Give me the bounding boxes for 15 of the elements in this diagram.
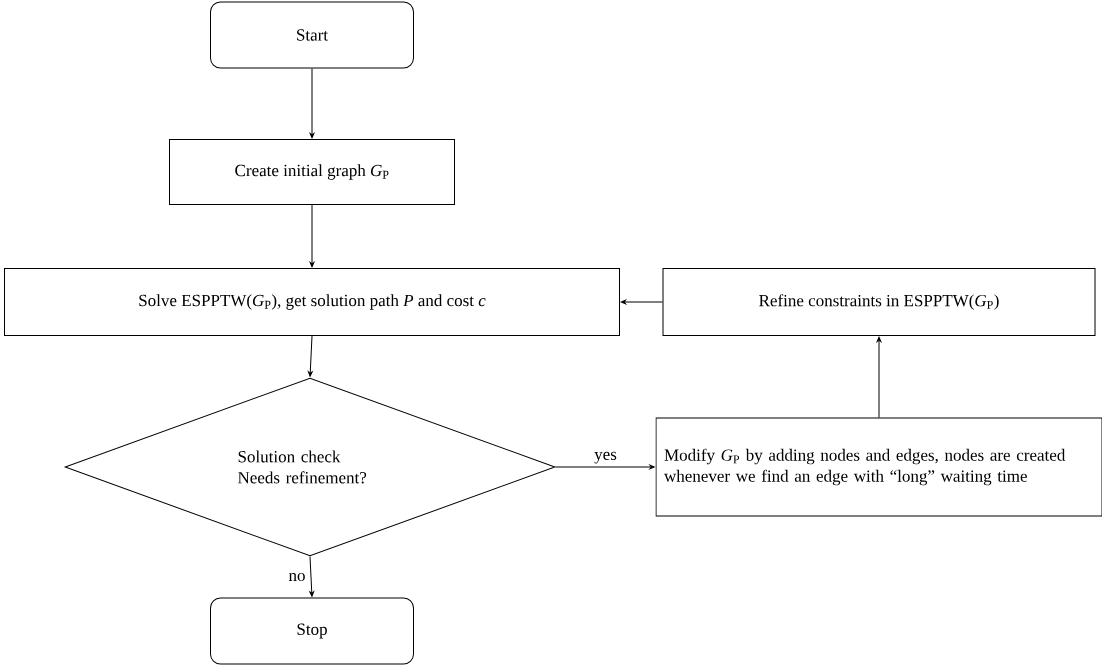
arrow [555,464,655,470]
edge-label: yes [593,450,618,465]
edge-label: no [287,571,307,583]
arrow [309,204,315,268]
arrow [620,299,663,305]
arrow [309,68,315,139]
process-box: Create initial graph G$_{P}$ [169,139,455,205]
arrow [876,336,882,418]
start-box: Start [210,1,414,69]
process-box: Modify G$_{P}$ by adding nodes and edges, nodes are created whenever we find an edge with “long” waiting time [655,417,1102,517]
process-box: Refine constraints in ESPPTW(G$_{P}$) [662,268,1096,336]
arrow [309,556,315,597]
arrow [307,335,313,377]
stop-box: Stop [210,597,414,665]
process-box: Solve ESPPTW(G$_{P}$), get solution path P and cost c [4,268,620,336]
